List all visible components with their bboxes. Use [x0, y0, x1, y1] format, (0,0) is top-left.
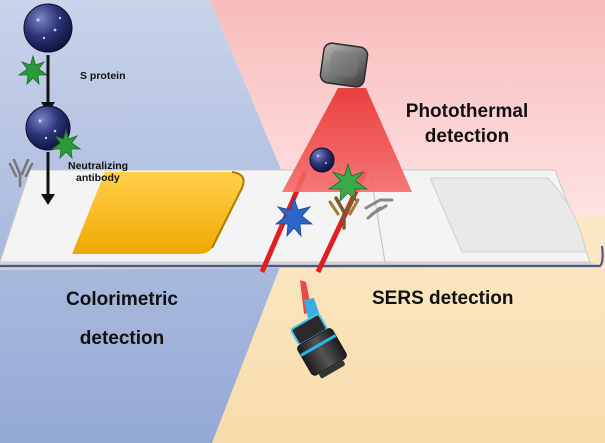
arrow-2-head — [41, 194, 55, 205]
colorimetric-detection-label: Colorimetric detection — [42, 288, 202, 351]
sers-tag-star-icon — [274, 196, 314, 238]
photothermal-detection-label: Photothermal detection — [387, 100, 547, 149]
photothermal-label-line-2: detection — [424, 125, 510, 147]
sers-detection-label: SERS detection — [372, 288, 514, 309]
s-protein-label: S protein — [80, 70, 126, 82]
raman-objective-icon — [290, 280, 347, 379]
strip-s-protein-star-icon — [327, 162, 369, 203]
neutralizing-label-line-2: antibody — [76, 172, 120, 185]
conjugate-pad — [72, 172, 244, 254]
laser-device-icon — [319, 42, 369, 88]
strip-virus-icon — [309, 147, 335, 173]
free-antibody-icon — [364, 198, 394, 220]
bound-s-protein-star-icon — [50, 128, 82, 160]
antibody-icon — [8, 158, 34, 188]
virus-particle-icon — [23, 3, 73, 53]
colorimetric-label-line-2: detection — [79, 327, 165, 349]
photothermal-label-line-1: Photothermal — [405, 101, 529, 122]
s-protein-star-icon — [17, 54, 49, 86]
strip-shadow-line — [0, 245, 604, 268]
neutralizing-antibody-label: Neutralizing antibody — [68, 160, 128, 184]
strip-antibody-icon — [328, 194, 360, 230]
absorbent-pad — [429, 177, 587, 253]
conjugate-pad-edge — [211, 171, 245, 249]
colorimetric-label-line-1: Colorimetric — [66, 289, 178, 310]
neutralizing-label-line-1: Neutralizing — [68, 160, 129, 172]
